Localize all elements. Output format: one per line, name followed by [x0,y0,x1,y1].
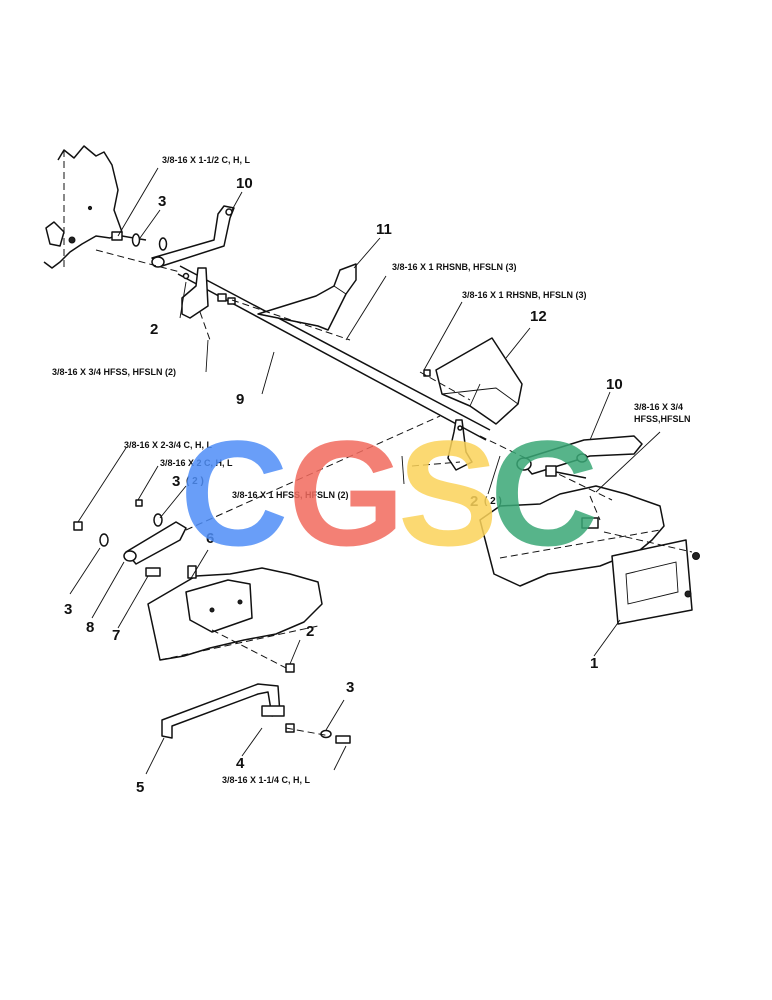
callout-quantity: ( 2 ) [186,476,204,487]
watermark-letter: C [490,409,598,577]
leader-lines [69,167,661,775]
callout-number: 2 [150,321,158,338]
spec-label: 3/8-16 X 2-3/4 C, H, L [124,440,213,450]
lower-left-frame [147,565,323,671]
callout-number: 3 [158,193,166,210]
spec-label: 3/8-16 X 3/4 [634,402,683,412]
callout-number: 2 [306,623,314,640]
callout-number: 9 [236,391,244,408]
callout-number: 7 [112,627,120,644]
callout-number: 4 [236,755,245,772]
callout-numbers: 10 3 11 2 12 9 10 3 ( 2 ) 2 ( 2 ) 6 3 8 … [64,175,623,796]
upper-left-frame [43,145,123,270]
part-11-shield [257,263,357,331]
callout-number: 11 [376,221,392,238]
spec-label: 3/8-16 X 1-1/2 C, H, L [162,155,251,165]
watermark-letter: C [180,409,288,577]
callout-number: 8 [86,619,94,636]
part-2-right-bracket [447,419,473,471]
watermark-letter: S [398,409,498,577]
part-10-upper-bracket [151,205,235,268]
spec-label: 3/8-16 X 3/4 HFSS, HFSLN (2) [52,367,176,377]
callout-number: 2 [470,493,478,510]
part-5-pedal [161,663,351,744]
cgsc-watermark: C G S C [180,409,598,577]
callout-number: 3 [64,601,72,618]
spec-label: 3/8-16 X 1 RHSNB, HFSLN (3) [392,262,517,272]
right-frame [479,485,700,625]
callout-number: 5 [136,779,144,796]
callout-number: 10 [606,376,623,393]
spec-label: 3/8-16 X 1 RHSNB, HFSLN (3) [462,290,587,300]
part-8-7-hardware [73,499,187,577]
callout-number: 3 [172,473,180,490]
callout-number: 3 [346,679,354,696]
spec-label: 3/8-16 X 1 HFSS, HFSLN (2) [232,490,349,500]
spec-labels: 3/8-16 X 1-1/2 C, H, L 3/8-16 X 1 RHSNB,… [52,155,691,785]
callout-number: 6 [206,530,214,547]
watermark-letter: G [288,409,405,577]
spec-label: 3/8-16 X 2 C, H, L [160,458,233,468]
spec-label: HFSS,HFSLN [634,414,691,424]
upper-left-hardware [111,231,168,251]
callout-quantity: ( 2 ) [484,496,502,507]
spec-label: 3/8-16 X 1-1/4 C, H, L [222,775,311,785]
callout-number: 10 [236,175,253,192]
callout-number: 1 [590,655,598,672]
part-10-lower-bracket [516,435,643,479]
part-12-shield [423,337,523,425]
part-2-upper-bracket [181,267,236,319]
assembly-lines [185,299,601,531]
callout-number: 12 [530,308,547,325]
